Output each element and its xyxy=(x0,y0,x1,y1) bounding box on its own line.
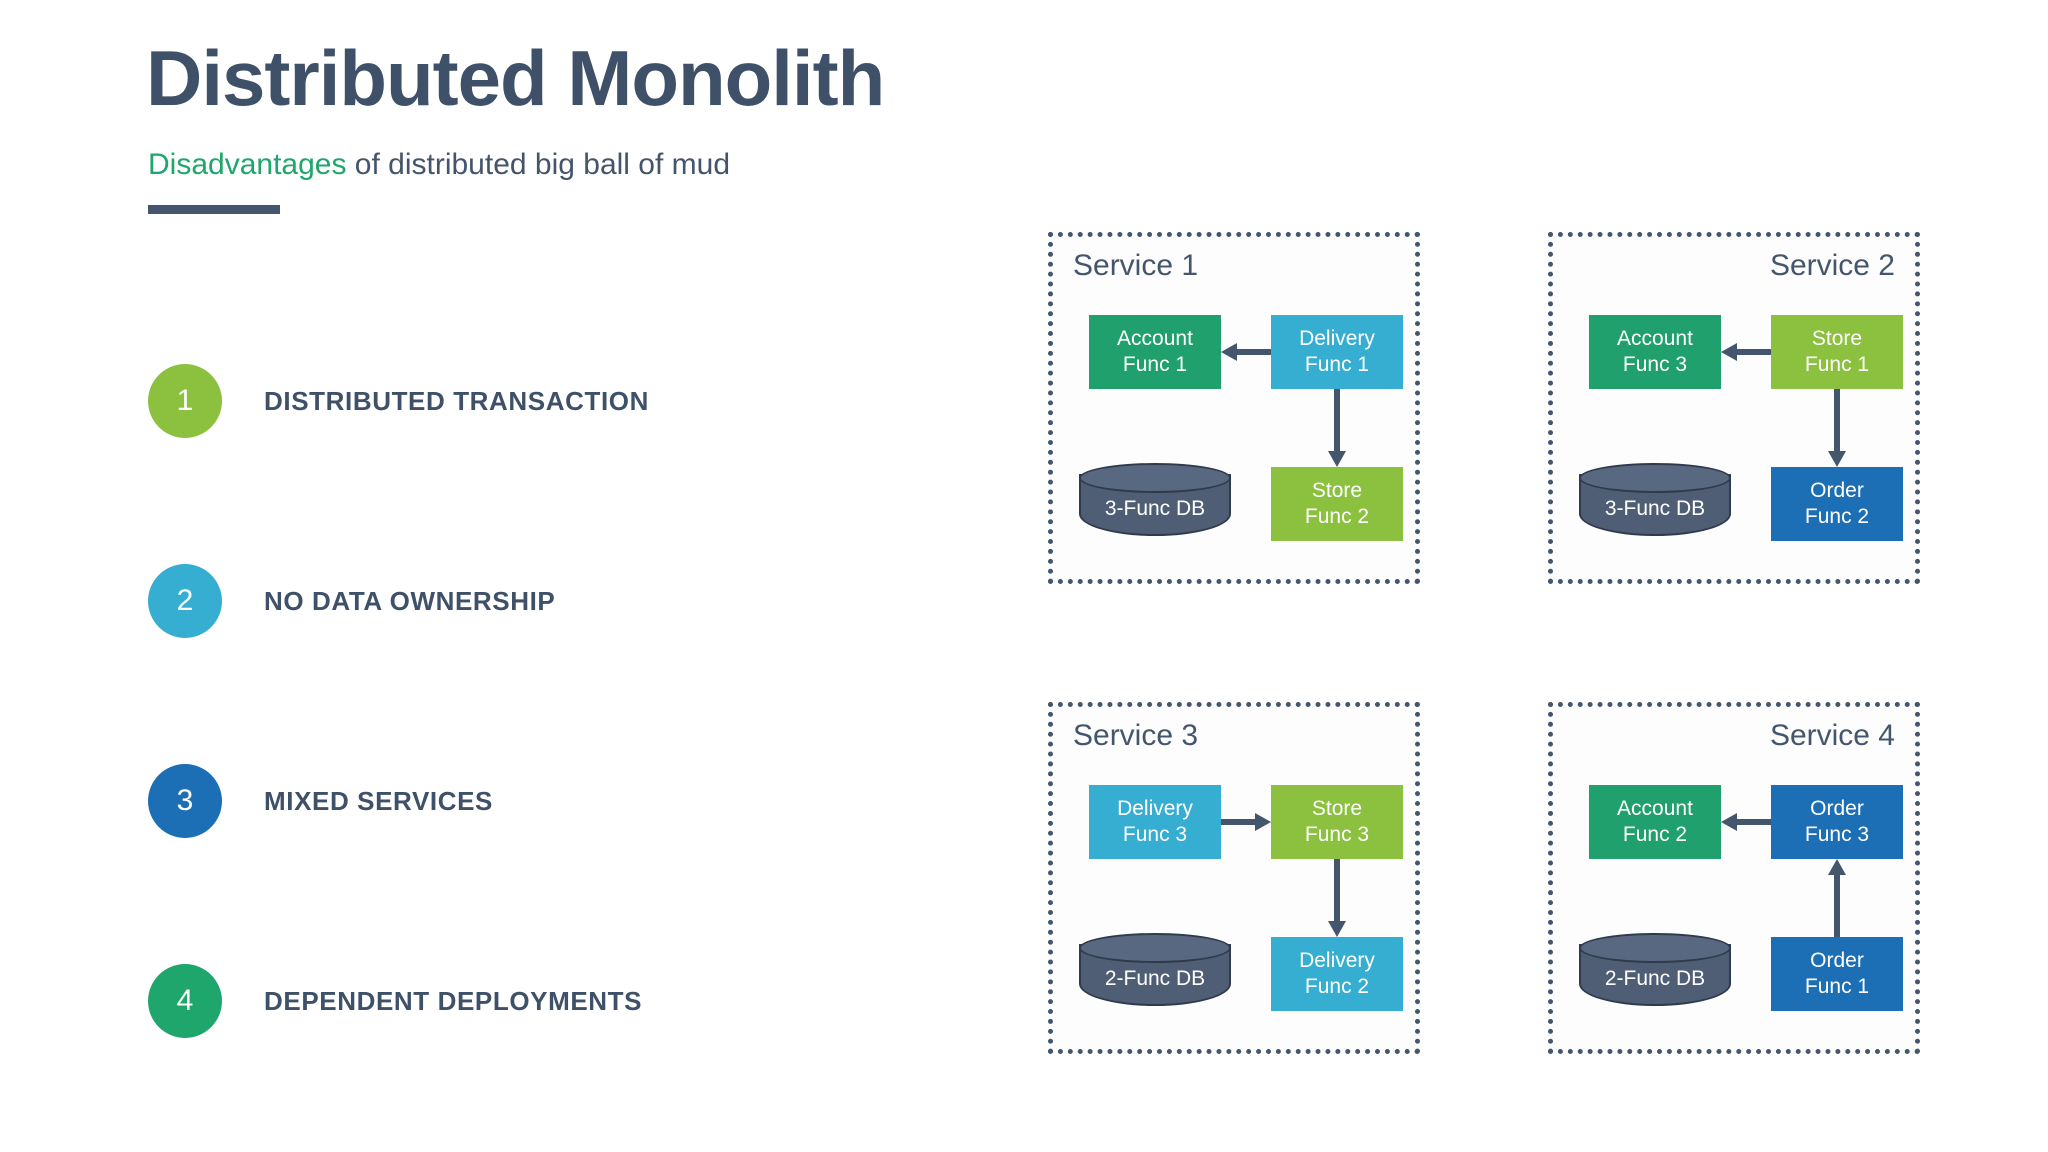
page-title: Distributed Monolith xyxy=(146,34,885,122)
node-label-line2: Func 2 xyxy=(1804,505,1870,528)
node-label-line1: Delivery xyxy=(1299,327,1375,351)
node-label-line1: Store xyxy=(1811,327,1863,351)
list-number-1: 1 xyxy=(176,384,194,417)
node-service4-top-right[interactable]: Order Func 3 xyxy=(1771,785,1903,859)
arrow-down-icon-service1 xyxy=(1328,389,1346,467)
database-cylinder-service1: 3-Func DB xyxy=(1079,463,1231,545)
service-box-4[interactable]: Service 4 Account Func 2 Order Func 3 Or… xyxy=(1548,702,1920,1054)
node-label-line1: Store xyxy=(1311,797,1363,821)
database-label-3: 2-Func DB xyxy=(1104,967,1206,990)
service-title-2: Service 2 xyxy=(1769,249,1895,282)
node-label-line2: Func 3 xyxy=(1122,823,1188,846)
page-subtitle: Disadvantages of distributed big ball of… xyxy=(148,148,730,182)
list-label-1: DISTRIBUTED TRANSACTION xyxy=(264,386,650,416)
node-label-line1: Account xyxy=(1117,327,1193,351)
database-label-4: 2-Func DB xyxy=(1604,967,1706,990)
subtitle-accent-text: Disadvantages xyxy=(148,148,347,181)
list-number-badge-3: 3 xyxy=(148,764,222,838)
node-label-line1: Delivery xyxy=(1299,949,1375,973)
database-label-2: 3-Func DB xyxy=(1604,497,1706,520)
node-service1-bottom-right[interactable]: Store Func 2 xyxy=(1271,467,1403,541)
arrow-down-icon-service2 xyxy=(1828,389,1846,467)
database-cylinder-service4: 2-Func DB xyxy=(1579,933,1731,1015)
service-title-3: Service 3 xyxy=(1073,719,1199,752)
node-label-line2: Func 2 xyxy=(1304,975,1370,998)
cylinder-top-ellipse xyxy=(1079,933,1231,963)
node-service2-top-right[interactable]: Store Func 1 xyxy=(1771,315,1903,389)
title-underline-bar xyxy=(148,205,280,214)
node-service4-top-left[interactable]: Account Func 2 xyxy=(1589,785,1721,859)
list-number-badge-4: 4 xyxy=(148,964,222,1038)
node-label-line2: Func 3 xyxy=(1622,353,1688,376)
arrow-left-icon-service1 xyxy=(1221,343,1271,361)
list-label-2: NO DATA OWNERSHIP xyxy=(264,586,556,616)
node-label-line2: Func 2 xyxy=(1622,823,1688,846)
service-title-4: Service 4 xyxy=(1769,719,1895,752)
node-label-line1: Order xyxy=(1810,479,1864,503)
list-label-3: MIXED SERVICES xyxy=(264,786,493,816)
node-service3-top-right[interactable]: Store Func 3 xyxy=(1271,785,1403,859)
list-number-2: 2 xyxy=(176,584,194,617)
node-service3-bottom-right[interactable]: Delivery Func 2 xyxy=(1271,937,1403,1011)
node-label-line1: Delivery xyxy=(1117,797,1193,821)
list-item[interactable]: 1 DISTRIBUTED TRANSACTION xyxy=(148,360,908,560)
node-service3-top-left[interactable]: Delivery Func 3 xyxy=(1089,785,1221,859)
node-service4-bottom-right[interactable]: Order Func 1 xyxy=(1771,937,1903,1011)
node-label-line1: Order xyxy=(1810,797,1864,821)
cylinder-top-ellipse xyxy=(1079,463,1231,493)
database-cylinder-service3: 2-Func DB xyxy=(1079,933,1231,1015)
cylinder-top-ellipse xyxy=(1579,933,1731,963)
node-label-line2: Func 2 xyxy=(1304,505,1370,528)
list-item[interactable]: 3 MIXED SERVICES xyxy=(148,760,908,960)
subtitle-rest-text: of distributed big ball of mud xyxy=(346,148,731,181)
service-box-2[interactable]: Service 2 Account Func 3 Store Func 1 Or… xyxy=(1548,232,1920,584)
disadvantages-list: 1 DISTRIBUTED TRANSACTION 2 NO DATA OWNE… xyxy=(148,360,908,1152)
service-diagram: Service 1 Account Func 1 Delivery Func 1… xyxy=(1048,232,1968,1072)
node-label-line1: Account xyxy=(1617,797,1693,821)
list-item[interactable]: 2 NO DATA OWNERSHIP xyxy=(148,560,908,760)
list-number-badge-1: 1 xyxy=(148,364,222,438)
node-service1-top-right[interactable]: Delivery Func 1 xyxy=(1271,315,1403,389)
node-label-line2: Func 1 xyxy=(1122,353,1188,376)
arrow-down-icon-service3 xyxy=(1328,859,1346,937)
list-number-4: 4 xyxy=(176,984,194,1017)
service-box-1[interactable]: Service 1 Account Func 1 Delivery Func 1… xyxy=(1048,232,1420,584)
service-title-1: Service 1 xyxy=(1073,249,1199,282)
node-label-line1: Order xyxy=(1810,949,1864,973)
arrow-left-icon-service4 xyxy=(1721,813,1771,831)
list-label-4: DEPENDENT DEPLOYMENTS xyxy=(264,986,643,1016)
database-cylinder-service2: 3-Func DB xyxy=(1579,463,1731,545)
arrow-left-icon-service2 xyxy=(1721,343,1771,361)
database-label-1: 3-Func DB xyxy=(1104,497,1206,520)
arrow-right-icon-service3 xyxy=(1221,813,1271,831)
node-service2-bottom-right[interactable]: Order Func 2 xyxy=(1771,467,1903,541)
node-service1-top-left[interactable]: Account Func 1 xyxy=(1089,315,1221,389)
list-item[interactable]: 4 DEPENDENT DEPLOYMENTS xyxy=(148,960,908,1152)
node-label-line2: Func 3 xyxy=(1804,823,1870,846)
arrow-up-icon-service4 xyxy=(1828,859,1846,937)
service-box-3[interactable]: Service 3 Delivery Func 3 Store Func 3 D… xyxy=(1048,702,1420,1054)
list-number-3: 3 xyxy=(176,784,194,817)
node-label-line1: Store xyxy=(1311,479,1363,503)
node-label-line2: Func 1 xyxy=(1304,353,1370,376)
cylinder-top-ellipse xyxy=(1579,463,1731,493)
node-label-line1: Account xyxy=(1617,327,1693,351)
node-label-line2: Func 3 xyxy=(1304,823,1370,846)
node-label-line2: Func 1 xyxy=(1804,353,1870,376)
node-label-line2: Func 1 xyxy=(1804,975,1870,998)
node-service2-top-left[interactable]: Account Func 3 xyxy=(1589,315,1721,389)
list-number-badge-2: 2 xyxy=(148,564,222,638)
